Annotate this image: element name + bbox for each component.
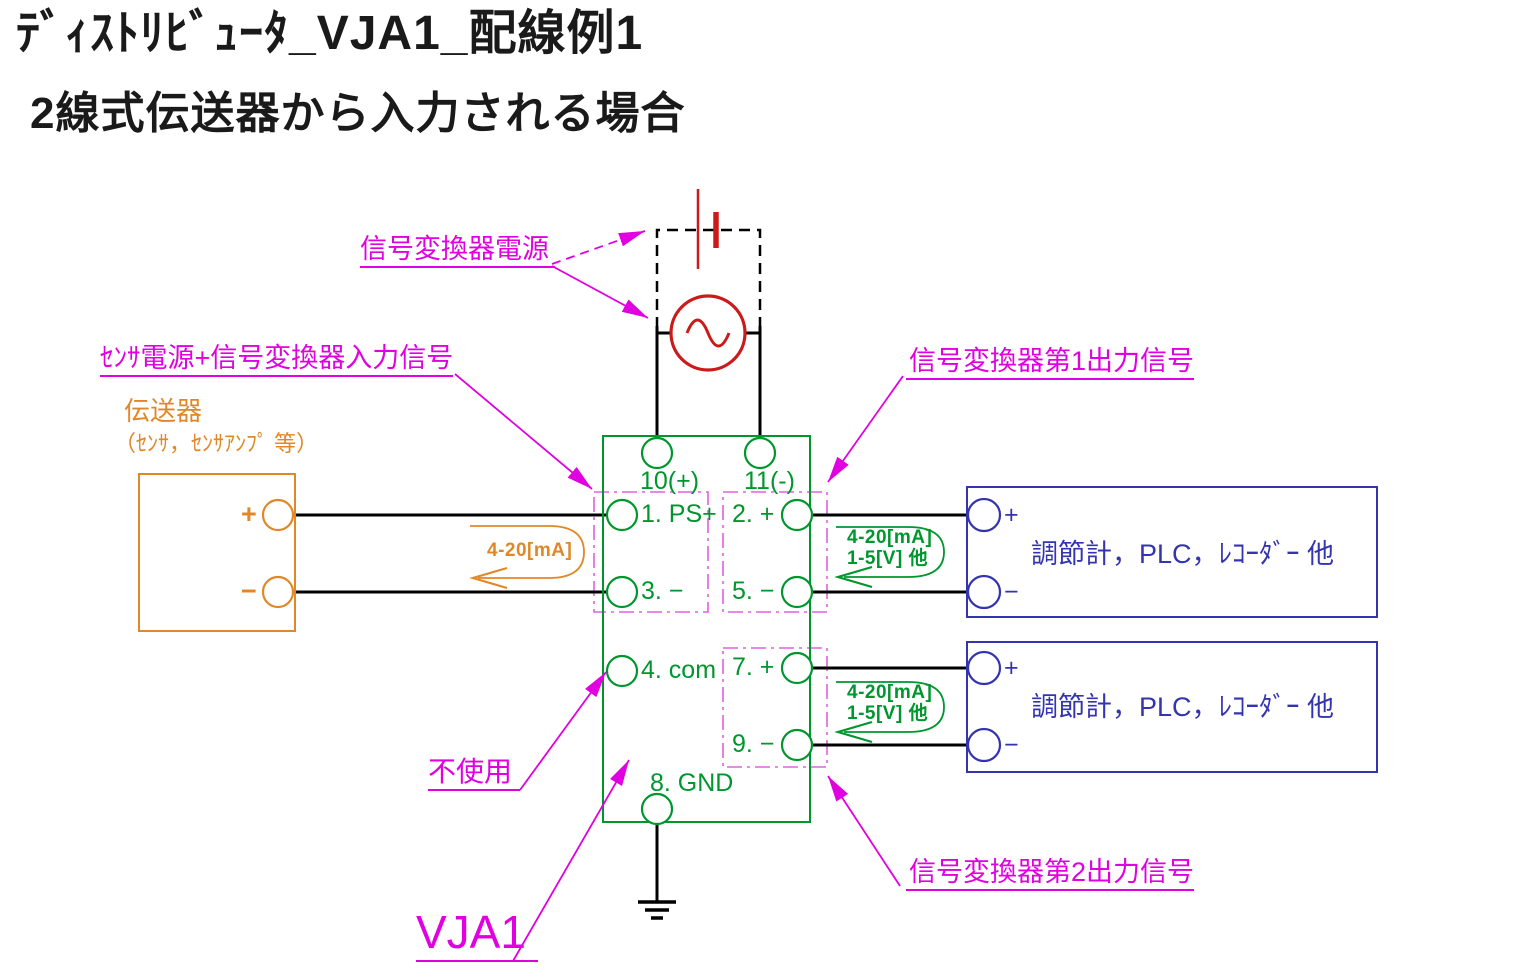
signal-wires (293, 326, 970, 902)
receiver1-box (966, 486, 1378, 618)
receiver1-minus-sign: − (1004, 578, 1019, 606)
callout-output2: 信号変換器第2出力信号 (906, 857, 1195, 892)
receiver2-plus-sign: + (1004, 654, 1019, 682)
page-subtitle: 2線式伝送器から入力される場合 (30, 89, 686, 138)
transmitter-subtitle: （ｾﾝｻ，ｾﾝｻｱﾝﾌﾟ 等） (114, 431, 319, 456)
receiver2-box (966, 641, 1378, 773)
terminal-11-label: 11(-) (744, 467, 795, 495)
callout-converter-power: 信号変換器電源 (360, 234, 555, 269)
input-current-arrow (469, 525, 585, 590)
callout-leader-lines (454, 230, 904, 962)
ac-source-icon (669, 294, 747, 372)
receiver1-plus-sign: + (1004, 501, 1019, 529)
terminal-4-label: 4. com (641, 656, 717, 684)
terminal-3-label: 3. − (641, 577, 684, 605)
output2-annotation-line2: 1-5[V] 他 (847, 703, 929, 724)
transmitter-title: 伝送器 (124, 396, 203, 426)
battery-icon (696, 189, 719, 269)
terminal-5-label: 5. − (732, 577, 775, 605)
receiver-terminal-circles (966, 497, 1002, 763)
output1-annotation-line1: 4-20[mA] (847, 527, 933, 548)
page-title: ﾃﾞｨｽﾄﾘﾋﾞｭｰﾀ_VJA1_配線例1 (16, 7, 644, 60)
transmitter-box (138, 473, 296, 632)
callout-unused: 不使用 (428, 756, 521, 792)
receiver1-label: 調節計，PLC，ﾚｺｰﾀﾞｰ 他 (1030, 539, 1335, 569)
output2-annotation-line1: 4-20[mA] (847, 682, 933, 703)
output2-signal-arrow (834, 681, 945, 744)
output1-signal-arrow (834, 526, 945, 589)
vja1-box (602, 435, 811, 823)
output2-terminals-highlight-box (722, 647, 828, 768)
transmitter-minus-sign: − (241, 576, 257, 606)
callout-output1: 信号変換器第1出力信号 (906, 346, 1195, 381)
receiver2-label: 調節計，PLC，ﾚｺｰﾀﾞｰ 他 (1030, 692, 1335, 722)
terminal-9-label: 9. − (732, 730, 775, 758)
callout-model-vja1: VJA1 (416, 907, 538, 962)
output1-annotation-line2: 1-5[V] 他 (847, 548, 929, 569)
transmitter-terminal-circles (261, 498, 295, 609)
terminal-7-label: 7. + (732, 653, 775, 681)
vja1-terminal-circles (605, 436, 814, 826)
terminal-10-label: 10(+) (640, 467, 700, 495)
transmitter-plus-sign: + (241, 499, 257, 529)
receiver2-minus-sign: − (1004, 731, 1019, 759)
callout-sensor-input: ｾﾝｻ電源+信号変換器入力信号 (100, 343, 454, 378)
power-supply-dashed-box (655, 228, 762, 328)
input-current-annotation: 4-20[mA] (487, 540, 573, 561)
terminal-1-label: 1. PS+ (641, 500, 717, 528)
input-terminals-highlight-box (593, 491, 709, 613)
terminal-8-label: 8. GND (650, 769, 734, 797)
ground-icon (638, 900, 676, 920)
terminal-2-label: 2. + (732, 500, 775, 528)
